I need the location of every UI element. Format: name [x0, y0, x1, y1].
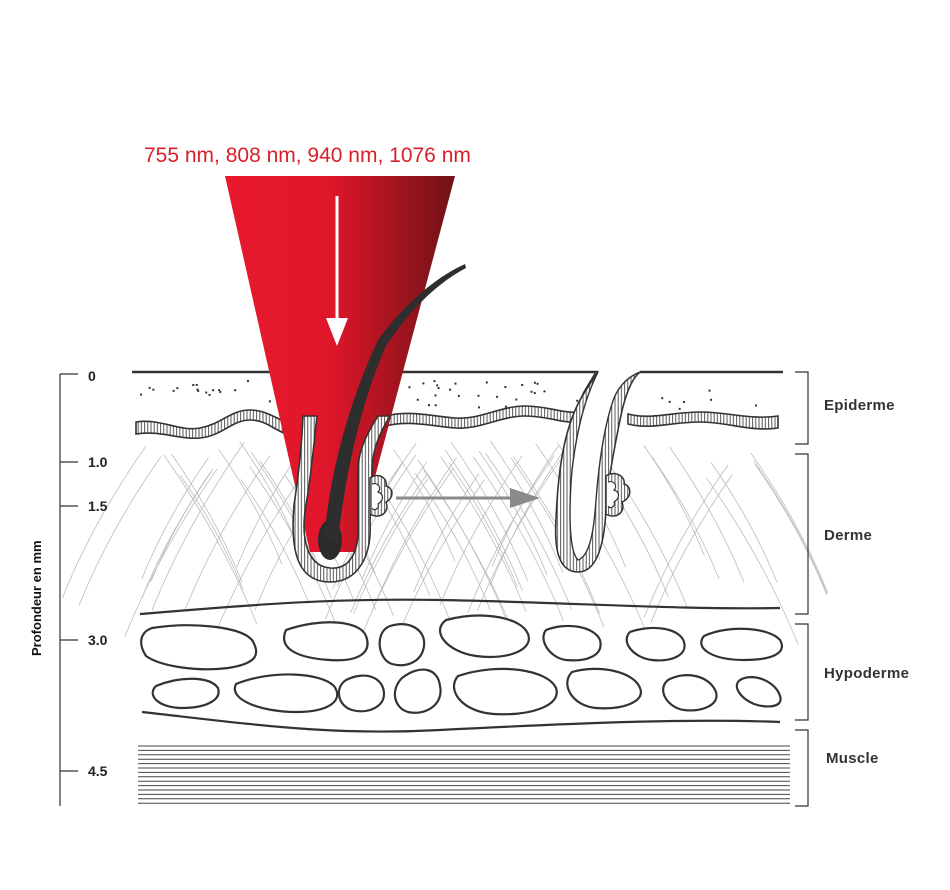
depth-axis — [59, 373, 78, 806]
right-arrow-icon — [396, 488, 540, 508]
axis-title: Profondeur en mm — [29, 540, 44, 656]
hair-shaft — [324, 264, 466, 540]
depth-tick-1-5: 1.5 — [88, 498, 108, 514]
layer-label-epidermis: Epiderme — [824, 397, 895, 414]
muscle-layer — [138, 745, 790, 804]
layer-brackets — [795, 371, 809, 807]
epidermis-layer — [132, 370, 783, 440]
wavelength-label: 755 nm, 808 nm, 940 nm, 1076 nm — [144, 144, 471, 167]
depth-tick-0: 0 — [88, 368, 96, 384]
layer-label-hypodermis: Hypoderme — [824, 665, 909, 682]
hair-follicle-untreated — [554, 371, 641, 573]
layer-label-dermis: Derme — [824, 527, 872, 544]
layer-label-muscle: Muscle — [826, 750, 879, 767]
depth-tick-4-5: 4.5 — [88, 763, 108, 779]
basal-membrane — [627, 411, 779, 430]
laser-beam — [225, 176, 455, 552]
dermis-fibers — [61, 440, 829, 645]
basal-membrane — [384, 405, 586, 429]
depth-tick-3: 3.0 — [88, 632, 108, 648]
hypodermis-layer — [139, 598, 783, 733]
depth-tick-1: 1.0 — [88, 454, 108, 470]
down-arrow-icon — [326, 196, 348, 346]
